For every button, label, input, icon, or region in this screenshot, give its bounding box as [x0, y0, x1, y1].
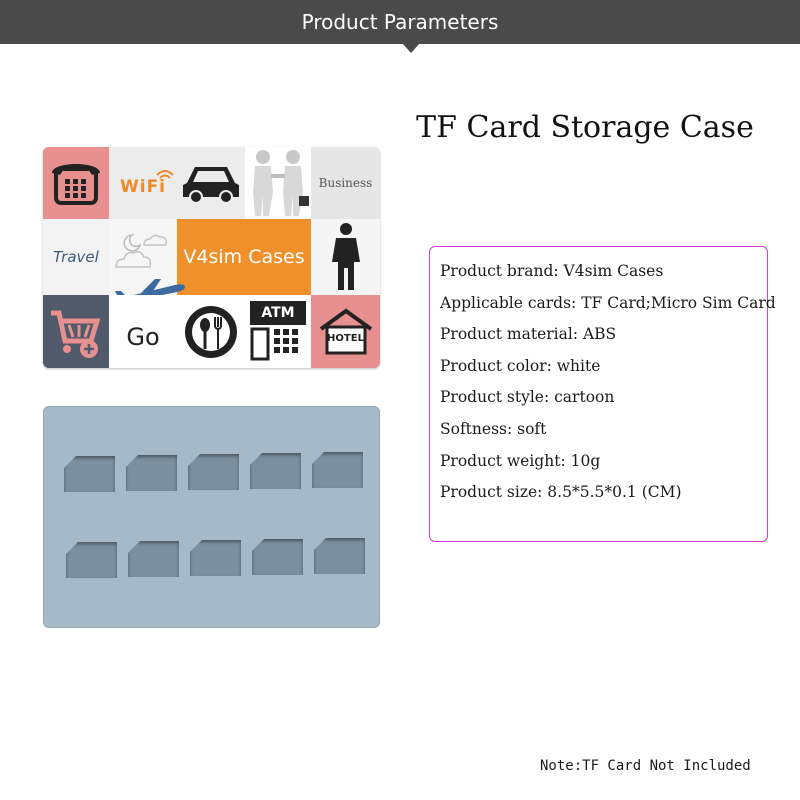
- car-tile: [177, 147, 245, 219]
- business-label: Business: [318, 176, 373, 190]
- brand-center-label: V4sim Cases: [183, 246, 305, 268]
- card-slot: [188, 454, 239, 490]
- spec-weight: Product weight: 10g: [440, 451, 601, 470]
- person-tile: [311, 219, 380, 295]
- travel-label: Travel: [53, 248, 99, 266]
- hotel-tile: HOTEL: [311, 295, 380, 368]
- spec-style: Product style: cartoon: [440, 388, 615, 407]
- go-label: Go: [126, 322, 160, 351]
- phone-tile: [43, 147, 109, 219]
- atm-keypad-icon: [250, 327, 298, 360]
- note-text: Note:TF Card Not Included: [540, 758, 751, 774]
- hotel-house: HOTEL: [317, 307, 375, 357]
- shopping-cart-icon: [51, 310, 101, 358]
- clouds-moon-icon: [115, 234, 168, 268]
- car-icon: [183, 167, 239, 204]
- wifi-icon: [156, 170, 174, 179]
- dining-tile: [177, 295, 245, 368]
- wifi-tile: WiFi: [109, 147, 177, 219]
- handshake-people-icon: [253, 150, 309, 216]
- card-slot: [126, 455, 177, 491]
- travel-tile: Travel: [43, 219, 109, 295]
- spec-size: Product size: 8.5*5.5*0.1 (CM): [440, 483, 682, 502]
- spec-brand: Product brand: V4sim Cases: [440, 262, 664, 280]
- hotel-label: HOTEL: [327, 332, 364, 344]
- spec-softness: Softness: soft: [440, 419, 547, 438]
- woman-figure-icon: [331, 223, 360, 290]
- product-spec-box: Product brand: V4sim Cases Applicable ca…: [429, 246, 776, 542]
- brand-tile: V4sim Cases: [177, 219, 311, 295]
- spec-color: Product color: white: [440, 356, 601, 375]
- handshake-tile: [245, 147, 311, 219]
- card-slot: [190, 540, 241, 576]
- go-tile: Go: [109, 295, 177, 368]
- card-slot: [252, 539, 303, 575]
- atm-tile: ATM: [245, 295, 311, 368]
- header-banner: Product Parameters: [0, 0, 800, 44]
- card-back-tray-image: [43, 406, 380, 628]
- atm-machine: ATM: [250, 300, 306, 363]
- atm-label: ATM: [261, 304, 295, 321]
- header-notch: [403, 44, 419, 53]
- spec-material: Product material: ABS: [440, 325, 617, 344]
- card-slot: [312, 452, 363, 488]
- card-slot: [314, 538, 365, 574]
- telephone-icon: [52, 164, 100, 205]
- business-tile: Business: [311, 147, 380, 219]
- wifi-label: WiFi: [119, 177, 167, 197]
- card-slot: [64, 456, 115, 492]
- cart-tile: [43, 295, 109, 368]
- card-front-image: WiFi Business Travel V4sim: [43, 147, 380, 368]
- product-title: TF Card Storage Case: [416, 110, 754, 145]
- card-slot: [66, 542, 117, 578]
- card-slot: [128, 541, 179, 577]
- spec-applicable-cards: Applicable cards: TF Card;Micro Sim Card: [440, 293, 776, 312]
- header-title: Product Parameters: [301, 10, 499, 34]
- clouds-tile: [109, 219, 177, 295]
- house-icon: [319, 308, 372, 354]
- card-slot: [250, 453, 301, 489]
- fork-spoon-plate-icon: [185, 305, 237, 358]
